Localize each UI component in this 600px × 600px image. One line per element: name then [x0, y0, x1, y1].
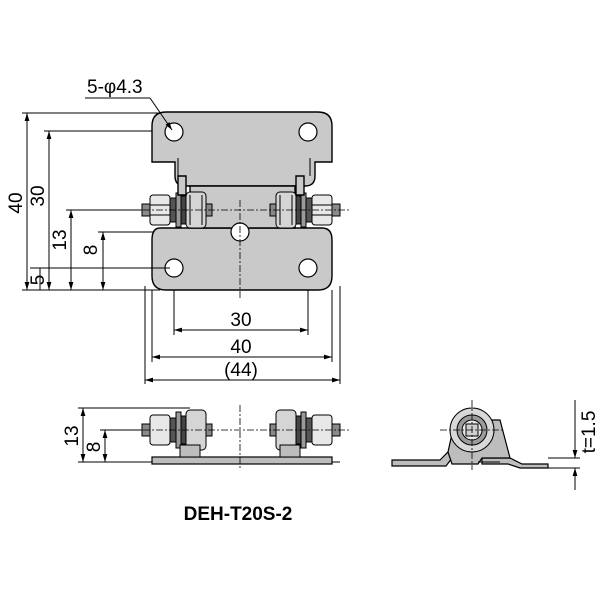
- height-30-label: 30: [28, 185, 49, 206]
- end-view-plate: [391, 451, 453, 467]
- width-40-label: 40: [230, 337, 251, 358]
- side-height-8-label: 8: [84, 442, 105, 453]
- height-13-label: 13: [50, 229, 71, 250]
- mount-hole: [298, 258, 318, 278]
- mount-hole: [164, 122, 184, 142]
- height-40-label: 40: [6, 192, 27, 213]
- front-view: 5-φ4.3 40 30 13 8 5 30 40 (44): [6, 77, 350, 384]
- hole-callout-label: 5-φ4.3: [87, 77, 143, 98]
- side-view: 13 8: [62, 405, 350, 470]
- end-view: t=1.5: [391, 400, 600, 490]
- width-44-label: (44): [224, 360, 258, 381]
- mount-hole: [298, 122, 318, 142]
- height-8-label: 8: [81, 245, 102, 256]
- side-height-13-label: 13: [62, 425, 83, 446]
- thickness-label: t=1.5: [579, 411, 600, 454]
- height-5-label: 5: [28, 275, 49, 286]
- base-plate: [151, 456, 333, 465]
- width-30-label: 30: [230, 310, 251, 331]
- model-name: DEH-T20S-2: [184, 504, 293, 525]
- lower-plate: [151, 227, 333, 291]
